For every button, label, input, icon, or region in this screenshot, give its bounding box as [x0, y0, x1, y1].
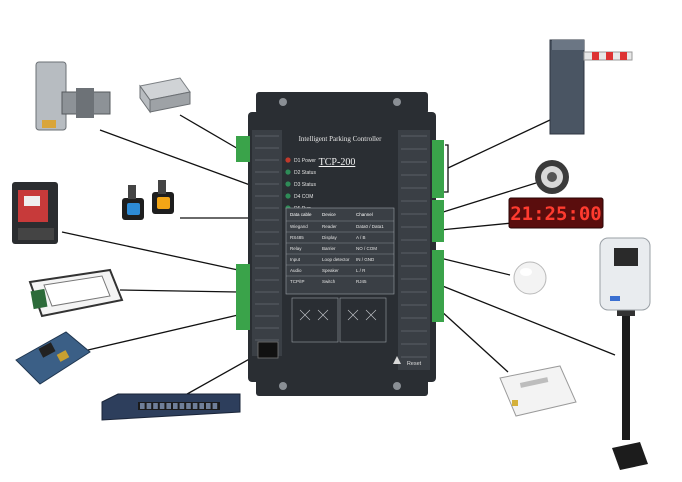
- uhf-reader-icon: [28, 268, 124, 318]
- led-label: D2 Status: [294, 170, 316, 176]
- table-cell: L / R: [356, 268, 366, 273]
- top-bracket: [256, 92, 428, 114]
- wire-rfid-module: [87, 314, 239, 351]
- switch-port: [140, 403, 145, 409]
- terminal-block-relay: [432, 140, 444, 198]
- gate-motor-icon: [35, 61, 111, 131]
- table-header: Device: [322, 212, 336, 217]
- terminal-block-power: [236, 136, 250, 162]
- table-cell: Display: [322, 235, 338, 240]
- switch-port: [212, 403, 218, 409]
- schematic-box-right: [339, 297, 387, 343]
- led-label: D3 Status: [294, 182, 316, 188]
- loop-detector-icon: [12, 182, 58, 244]
- wire-uhf-reader: [119, 289, 239, 293]
- card-reader-pole-icon: [599, 237, 651, 470]
- table-header: Data cable: [290, 212, 312, 217]
- camera-dome-icon: [513, 261, 547, 295]
- led-label: D4 COM: [294, 194, 313, 200]
- terminal-block-io: [432, 250, 444, 322]
- controller-brand: Intelligent Parking Controller: [299, 135, 382, 143]
- switch-port: [179, 403, 185, 409]
- table-header: Channel: [356, 212, 373, 217]
- led-indicator-icon: [285, 193, 291, 199]
- schematic-lines: [299, 309, 377, 321]
- barrier-gate-icon: [549, 39, 633, 135]
- warning-icon: [393, 356, 401, 364]
- switch-port: [153, 403, 158, 409]
- power-supply-icon: [139, 77, 191, 114]
- push-buttons-icon: [122, 180, 174, 220]
- table-cell: RJ45: [356, 279, 367, 284]
- switch-port: [159, 403, 165, 409]
- wiring-table: [285, 207, 395, 295]
- schematic-box-left: [291, 297, 339, 343]
- wire-clock: [439, 222, 513, 231]
- wire-pole: [439, 284, 616, 356]
- table-cell: Audio: [290, 268, 302, 273]
- led-indicator-icon: [285, 157, 291, 163]
- switch-port: [192, 403, 198, 409]
- ethernet-port: [257, 341, 279, 359]
- screw-icon: [393, 98, 401, 106]
- reset-label: Reset: [407, 361, 422, 367]
- wire-barrier-gate-to-device: [447, 119, 551, 169]
- network-switch-icon: [101, 393, 241, 421]
- table-cell: Relay: [290, 246, 302, 251]
- table-cell: NO / COM: [356, 246, 377, 251]
- speaker-icon: [535, 160, 569, 194]
- wire-speaker: [439, 182, 537, 214]
- wire-camera: [439, 257, 511, 276]
- table-cell: Reader: [322, 224, 337, 229]
- table-cell: Input: [290, 257, 301, 262]
- left-terminal-strip: [252, 130, 282, 356]
- terminal-markings: [255, 135, 427, 358]
- table-cell: Wiegand: [290, 224, 308, 229]
- ticket-dispenser-icon: [499, 365, 577, 417]
- connection-lines: [61, 114, 616, 399]
- table-cell: A / B: [356, 235, 366, 240]
- led-indicator-icon: [285, 169, 291, 175]
- screw-icon: [279, 382, 287, 390]
- controller-model: TCP-200: [319, 157, 356, 168]
- table-cell: Switch: [322, 279, 336, 284]
- switch-port: [186, 403, 191, 409]
- wire-loop-detector: [61, 231, 239, 271]
- led-label: D1 Power: [294, 158, 316, 164]
- screw-icon: [279, 98, 287, 106]
- switch-port: [146, 403, 152, 409]
- led-indicator-icon: [285, 181, 291, 187]
- wire-dispenser: [439, 309, 509, 373]
- table-cell: Speaker: [322, 268, 339, 273]
- switch-port: [199, 403, 204, 409]
- led-clock-display: 21:25:00: [508, 197, 604, 229]
- right-terminal-strip: [398, 130, 430, 370]
- table-cell: Data0 / Data1: [356, 224, 384, 229]
- screw-icon: [393, 382, 401, 390]
- table-cell: IN / GND: [356, 257, 375, 262]
- controller-board: Intelligent Parking Controller TCP-200 D…: [236, 92, 444, 396]
- table-cell: Loop detector: [322, 257, 350, 262]
- wire-power-supply: [179, 114, 241, 151]
- table-cell: TCP/IP: [290, 279, 305, 284]
- wire-gate-motor: [99, 129, 251, 186]
- clock-time: 21:25:00: [510, 203, 602, 225]
- switch-port: [206, 403, 211, 409]
- terminal-block-audio: [432, 200, 444, 242]
- switch-port: [173, 403, 178, 409]
- switch-port: [166, 403, 171, 409]
- rfid-module-icon: [15, 331, 91, 385]
- table-cell: RS485: [290, 235, 304, 240]
- terminal-block-left: [236, 264, 250, 330]
- table-cell: Barrier: [322, 246, 336, 251]
